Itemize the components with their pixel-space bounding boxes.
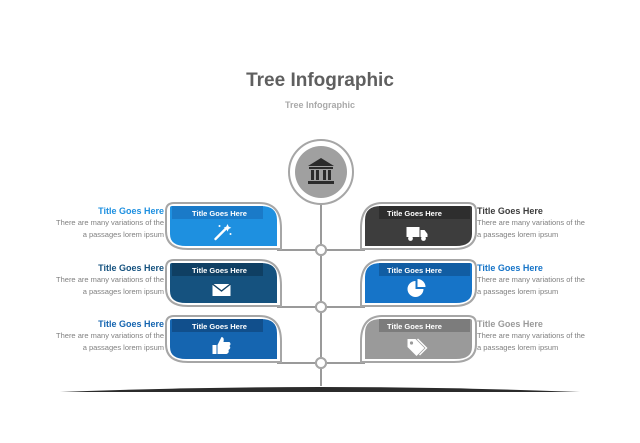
magic-wand-icon (214, 224, 232, 241)
leaf-header (379, 263, 470, 276)
leaf-label: Title Goes Here (192, 322, 247, 331)
root-inner-circle (295, 146, 347, 198)
side-text-line: a passages lorem ipsum (82, 229, 164, 239)
leaf-card: Title Goes Here (360, 259, 477, 307)
root-node (288, 139, 354, 205)
side-text-line: There are many variations of the (56, 275, 164, 284)
side-title: Title Goes Here (98, 263, 164, 273)
page-title: Tree Infographic (246, 70, 394, 91)
leaf-header (172, 206, 263, 219)
leaf-label: Title Goes Here (387, 322, 442, 331)
side-title: Title Goes Here (98, 319, 164, 329)
side-text-line: There are many variations of the (477, 331, 585, 340)
leaf-card: Title Goes Here (360, 315, 477, 363)
leaf-header (172, 319, 263, 332)
leaf-header (379, 319, 470, 332)
side-text-line: a passages lorem ipsum (82, 342, 164, 352)
leaf-card: Title Goes Here (165, 202, 282, 250)
leaf-card: Title Goes Here (165, 315, 282, 363)
tag-icon (407, 338, 428, 356)
thumbs-up-icon (212, 337, 231, 354)
envelope-icon (212, 283, 231, 296)
leaf-card: Title Goes Here (165, 259, 282, 307)
side-text-line: There are many variations of the (56, 331, 164, 340)
bank-icon (308, 158, 334, 184)
leaf-label: Title Goes Here (387, 266, 442, 275)
side-title: Title Goes Here (477, 319, 543, 329)
side-text-line: a passages lorem ipsum (82, 286, 164, 296)
side-title: Title Goes Here (98, 206, 164, 216)
side-text-line: There are many variations of the (477, 275, 585, 284)
pie-chart-icon (407, 279, 426, 297)
branch-node (315, 244, 327, 256)
branch-node (315, 301, 327, 313)
side-text-line: There are many variations of the (477, 218, 585, 227)
leaf-label: Title Goes Here (192, 209, 247, 218)
leaf-header (172, 263, 263, 276)
leaf-card: Title Goes Here (360, 202, 477, 250)
side-text-line: a passages lorem ipsum (477, 286, 559, 296)
side-text-line: a passages lorem ipsum (477, 229, 559, 239)
tree-branches (277, 249, 365, 364)
leaf-label: Title Goes Here (192, 266, 247, 275)
branch-node (315, 357, 327, 369)
page-subtitle: Tree Infographic (284, 100, 355, 110)
side-text-line: There are many variations of the (56, 218, 164, 227)
truck-icon (406, 227, 428, 241)
side-title: Title Goes Here (477, 263, 543, 273)
leaf-header (379, 206, 470, 219)
leaf-label: Title Goes Here (387, 209, 442, 218)
ground-shadow (60, 387, 580, 392)
side-title: Title Goes Here (477, 206, 543, 216)
branch-nodes (315, 244, 327, 369)
side-text-line: a passages lorem ipsum (477, 342, 559, 352)
